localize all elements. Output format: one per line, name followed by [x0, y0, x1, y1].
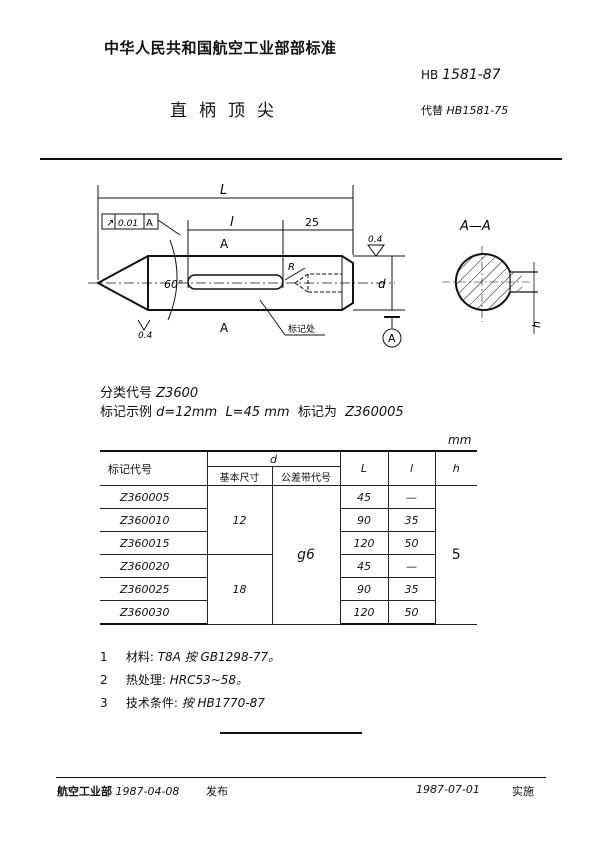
- note-text: T8A 按 GB1298-77。: [157, 650, 281, 664]
- spec-table: 标记代号 d L l h 基本尺寸 公差带代号 Z360005 12 g6 45…: [100, 450, 477, 625]
- note-text: 按 HB1770-87: [181, 696, 265, 710]
- row-l: 35: [387, 508, 436, 532]
- issuing-organization: 中华人民共和国航空工业部部标准: [104, 39, 337, 57]
- h-value: 5: [434, 485, 477, 625]
- header-tolerance-code: 公差带代号: [271, 466, 341, 486]
- row-L: 45: [339, 554, 389, 578]
- note-1: 1 材料: T8A 按 GB1298-77。: [100, 648, 280, 665]
- row-l: —: [387, 554, 436, 578]
- classification-line: 分类代号 Z3600: [100, 382, 198, 401]
- row-code: Z360005: [100, 485, 208, 509]
- depth-label: h: [530, 321, 543, 328]
- issuer-name: 航空工业部: [57, 785, 112, 798]
- section-title: A—A: [459, 219, 491, 234]
- table-header-row: 标记代号 d L l h: [100, 450, 477, 486]
- note-label: 热处理:: [125, 673, 166, 687]
- datum-label: A: [388, 332, 396, 345]
- row-L: 120: [339, 531, 389, 555]
- row-l: 35: [387, 577, 436, 601]
- table-unit: mm: [448, 433, 472, 447]
- note-text: HRC53~58。: [169, 673, 249, 687]
- issue-date: 1987-04-08: [115, 785, 180, 798]
- row-L: 90: [339, 508, 389, 532]
- note-number: 3: [100, 696, 108, 710]
- row-code: Z360015: [100, 531, 208, 555]
- note-3: 3 技术条件: 按 HB1770-87: [100, 694, 265, 711]
- replaces-label: 代替: [421, 104, 443, 117]
- standard-prefix: HB: [421, 68, 439, 82]
- example-d: d=12mm: [156, 405, 218, 420]
- overall-length-label: L: [220, 183, 227, 198]
- section-marker-bottom: A: [220, 321, 229, 335]
- standard-number-value: 1581-87: [442, 67, 501, 83]
- table-row: Z360030 120 50: [100, 600, 477, 625]
- table-row: Z360015 120 50: [100, 531, 477, 555]
- header-d: d: [206, 450, 341, 467]
- section-marker-top: A: [220, 237, 229, 251]
- row-l: 50: [387, 531, 436, 555]
- basic-size-group-1: 12: [206, 485, 273, 555]
- row-L: 45: [339, 485, 389, 509]
- notes-end-rule: [220, 732, 362, 734]
- tolerance-datum: A: [146, 218, 153, 229]
- classification-code: Z3600: [156, 386, 199, 401]
- diameter-label: d: [378, 277, 386, 291]
- tolerance-value: 0.01: [118, 219, 138, 229]
- table-row: Z360020 18 45 —: [100, 554, 477, 625]
- row-L: 120: [339, 600, 389, 625]
- basic-size-group-2: 18: [206, 554, 273, 625]
- note-label: 材料:: [125, 650, 154, 664]
- section-view: A—A h: [442, 219, 543, 334]
- tolerance-code-value: g6: [271, 485, 341, 625]
- marked-as-code: Z360005: [345, 405, 404, 420]
- roughness-top: 0.4: [368, 235, 383, 245]
- table-row: Z360010 90 35: [100, 508, 477, 532]
- table-row: Z360025 90 35: [100, 577, 477, 601]
- standard-number: HB 1581-87: [421, 67, 501, 83]
- effective-label: 实施: [512, 785, 534, 798]
- document-title: 直柄顶尖: [170, 101, 286, 121]
- cone-angle: 60°: [164, 278, 184, 291]
- note-number: 1: [100, 650, 108, 664]
- tolerance-symbol: ↗: [106, 218, 114, 229]
- header-basic-size: 基本尺寸: [206, 466, 273, 486]
- marking-location-note: 标记处: [288, 323, 315, 335]
- replaces-number: HB1581-75: [446, 104, 509, 117]
- row-L: 90: [339, 577, 389, 601]
- header-L: L: [339, 450, 389, 486]
- header-code: 标记代号: [100, 450, 208, 486]
- footer-issuer: 航空工业部 1987-04-08: [57, 783, 179, 799]
- table-subheader-row: 基本尺寸 公差带代号: [100, 466, 477, 486]
- table-row: Z360005 12 g6 45 — 5: [100, 485, 477, 625]
- replaces-standard: 代替 HB1581-75: [421, 102, 508, 118]
- header-h: h: [434, 450, 477, 486]
- note-number: 2: [100, 673, 108, 687]
- roughness-cone: 0.4: [138, 331, 153, 341]
- issue-label: 发布: [206, 785, 228, 798]
- center-drawing: L l 25 ↗ 0.01 A A A 60° 0.4 0.4 R d A 标记…: [88, 183, 405, 348]
- slot-length-label: l: [230, 215, 234, 230]
- row-code: Z360010: [100, 508, 208, 532]
- row-code: Z360020: [100, 554, 208, 578]
- marking-example-line: 标记示例 d=12mm L=45 mm 标记为 Z360005: [100, 401, 404, 420]
- note-label: 技术条件:: [125, 696, 178, 710]
- row-code: Z360030: [100, 600, 208, 625]
- example-L: L=45 mm: [225, 405, 290, 420]
- radius-label: R: [288, 262, 295, 273]
- marked-as-label: 标记为: [297, 405, 337, 420]
- row-l: —: [387, 485, 436, 509]
- header-divider: [40, 158, 562, 160]
- row-l: 50: [387, 600, 436, 625]
- marking-example-label: 标记示例: [100, 405, 153, 420]
- header-l: l: [387, 450, 436, 486]
- note-2: 2 热处理: HRC53~58。: [100, 671, 248, 688]
- offset-dimension: 25: [305, 216, 319, 229]
- footer-divider: [56, 777, 546, 778]
- classification-label: 分类代号: [100, 386, 153, 401]
- row-code: Z360025: [100, 577, 208, 601]
- effective-date: 1987-07-01: [416, 783, 480, 796]
